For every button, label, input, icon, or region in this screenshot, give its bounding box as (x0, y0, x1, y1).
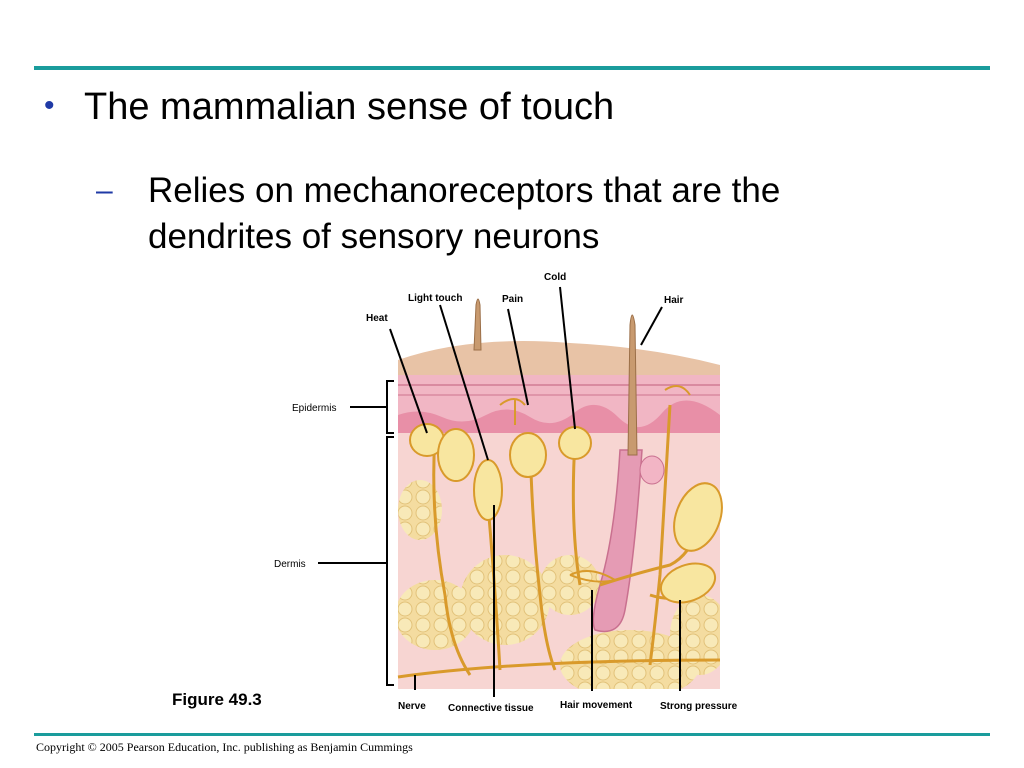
label-epidermis: Epidermis (292, 403, 336, 414)
cold-receptor (558, 426, 592, 460)
label-strong-pressure: Strong pressure (660, 701, 738, 712)
bottom-rule (34, 733, 990, 736)
bullet-icon: • (44, 89, 55, 122)
hair-shaft-icon (627, 314, 638, 456)
label-light-touch: Light touch (408, 293, 462, 304)
slide-heading: The mammalian sense of touch (84, 86, 615, 128)
label-nerve: Nerve (398, 701, 426, 712)
sub-bullet: – Relies on mechanoreceptors that are th… (96, 168, 908, 260)
hair-movement-receptor (569, 570, 618, 583)
label-connective-tissue: Connective tissue (448, 703, 534, 714)
epidermis-bracket (386, 380, 394, 434)
hair-follicle (592, 449, 643, 633)
strong-pressure-receptor (673, 482, 723, 552)
label-cold: Cold (544, 272, 566, 283)
sub-bullet-text: Relies on mechanoreceptors that are the … (148, 171, 781, 256)
figure-caption: Figure 49.3 (172, 690, 262, 709)
pain-nerve-ending (499, 398, 526, 425)
skin-diagram: Cold Light touch Pain Hair Heat Epidermi… (274, 272, 738, 714)
dermis-bracket (386, 436, 394, 686)
skin-surface (398, 341, 720, 380)
top-rule (34, 66, 990, 70)
label-hair-movement: Hair movement (560, 700, 633, 711)
heading-bullet: • The mammalian sense of touch (44, 86, 614, 129)
label-dermis: Dermis (274, 559, 306, 570)
label-hair: Hair (664, 295, 684, 306)
light-touch-receptor (473, 459, 503, 521)
label-heat: Heat (366, 313, 388, 324)
dash-icon: – (96, 174, 113, 207)
copyright-notice: Copyright © 2005 Pearson Education, Inc.… (36, 740, 413, 754)
label-pain: Pain (502, 294, 523, 305)
